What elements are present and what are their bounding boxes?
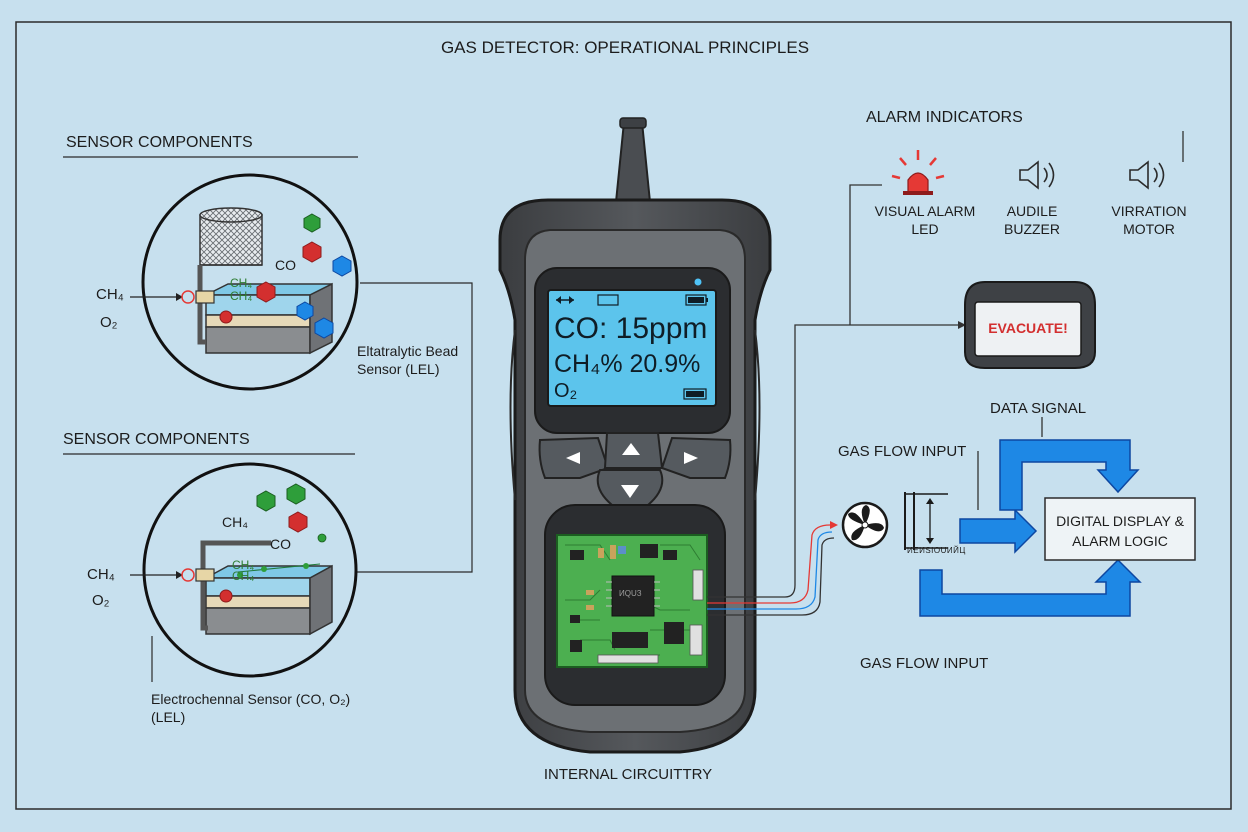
alarm-item-visual-led: VISUAL ALARM LED bbox=[874, 203, 976, 237]
fan-icon bbox=[841, 501, 889, 549]
lcd-screen bbox=[547, 289, 717, 407]
alarm-item-vibration: VIRRATION MOTOR bbox=[1111, 203, 1187, 237]
filter-membrane bbox=[904, 492, 948, 550]
ch4-inner-label-2: CH₄ bbox=[230, 289, 253, 303]
lcd-line-o2: O₂ bbox=[554, 380, 578, 402]
ch4-inner-label: CH₄ bbox=[232, 558, 255, 572]
alarm-display-unit bbox=[964, 281, 1096, 369]
sensor-top-heading: SENSOR COMPONENTS bbox=[66, 134, 253, 151]
co-label: CO bbox=[270, 536, 291, 552]
ch4-inner-label-2: CH₄ bbox=[232, 569, 255, 583]
ch4-label: CH₄ bbox=[96, 286, 124, 303]
ch4-label: CH₄ bbox=[87, 566, 115, 583]
signal-wires bbox=[707, 131, 1184, 616]
diagram-frame bbox=[15, 21, 1232, 810]
page-title: GAS DETECTOR: OPERATIONAL PRINCIPLES bbox=[440, 38, 810, 57]
chip-label: ИQUЗ bbox=[619, 589, 642, 598]
o2-label: O₂ bbox=[100, 314, 118, 331]
gas-detector-device bbox=[498, 117, 772, 754]
speaker-icon bbox=[1129, 160, 1165, 190]
alarm-heading: ALARM INDICATORS bbox=[866, 109, 1023, 126]
flow-arrows bbox=[919, 439, 1142, 617]
ch4-top-label: CH₄ bbox=[222, 514, 248, 530]
electrochemical-sensor bbox=[130, 462, 358, 682]
filter-label: ИЕИSIOUИЙЦ bbox=[907, 546, 966, 555]
gas-flow-bottom-label: GAS FLOW INPUT bbox=[860, 655, 989, 672]
sensor-bottom-heading: SENSOR COMPONENTS bbox=[63, 431, 250, 448]
circuitry-caption: INTERNAL CIRCUITTRY bbox=[543, 766, 713, 783]
catalytic-sensor-caption: Eltatralytic Bead Sensor (LEL) bbox=[357, 343, 459, 377]
alarm-screen-message: EVACUATE! bbox=[988, 320, 1068, 336]
ch4-inner-label: CH₄ bbox=[230, 276, 253, 290]
logic-box bbox=[1044, 497, 1196, 561]
logic-box-label: DIGITAL DISPLAY & ALARM LOGIC bbox=[1056, 513, 1184, 549]
co-label: CO bbox=[275, 257, 296, 273]
data-signal-label: DATA SIGNAL bbox=[990, 400, 1087, 417]
electrochemical-sensor-caption: Electrochennal Sensor (CO, O₂) (LEL) bbox=[151, 691, 351, 725]
alarm-item-buzzer: AUDILE BUZZER bbox=[1004, 203, 1060, 237]
lcd-line-co: CO: 15ppm bbox=[554, 312, 708, 345]
catalytic-bead-sensor bbox=[130, 173, 473, 573]
speaker-icon bbox=[1019, 160, 1055, 190]
lcd-line-ch4: CH₄% 20.9% bbox=[554, 350, 701, 378]
red-siren-icon bbox=[891, 150, 945, 195]
gas-flow-top-label: GAS FLOW INPUT bbox=[838, 443, 967, 460]
o2-label: O₂ bbox=[92, 592, 110, 609]
